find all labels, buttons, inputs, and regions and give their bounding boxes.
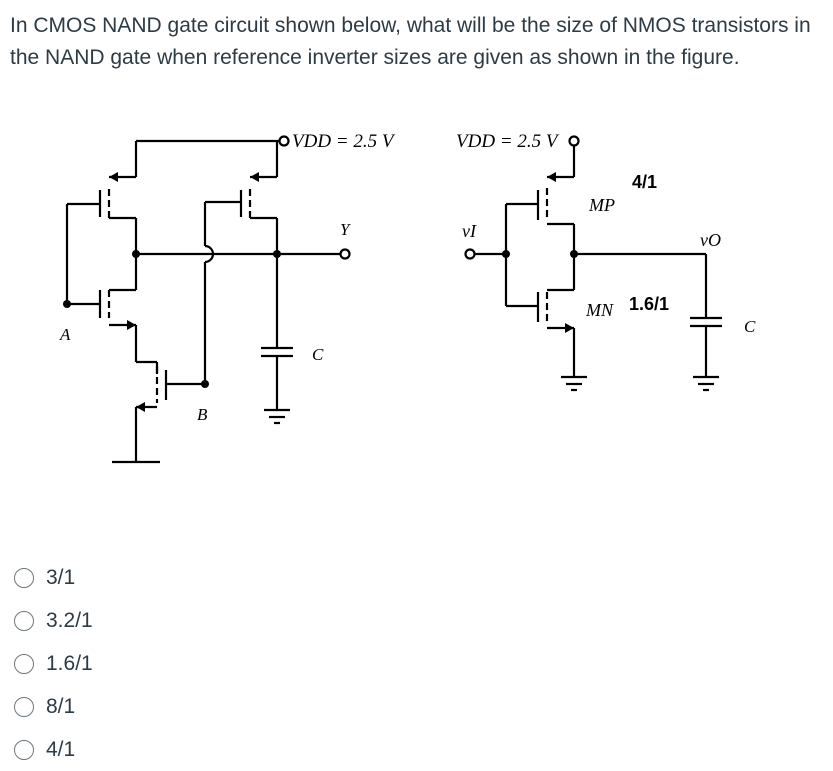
mp-label: MP (588, 195, 615, 215)
mn-size-label: 1.6/1 (629, 294, 669, 314)
question-text: In CMOS NAND gate circuit shown below, w… (10, 14, 811, 69)
circuit-diagram: VDD = 2.5 V A B Y C VDD = 2.5 V vI vO MP… (59, 131, 756, 464)
nmos-mn-transistor (506, 254, 587, 392)
mn-label: MN (585, 300, 614, 320)
radio-button[interactable] (14, 739, 34, 760)
cap-label-nand: C (312, 345, 324, 364)
option-5[interactable]: 4/1 (14, 728, 414, 771)
input-a-label: A (59, 325, 71, 344)
option-3[interactable]: 1.6/1 (14, 642, 414, 685)
output-y-label: Y (340, 220, 351, 239)
vdd-label-inverter: VDD = 2.5 V (456, 131, 560, 152)
answer-options: 3/1 3.2/1 1.6/1 8/1 4/1 (14, 556, 414, 771)
option-label: 3/1 (46, 565, 76, 589)
output-vo-label: vO (700, 230, 721, 250)
radio-button[interactable] (14, 567, 34, 588)
pmos-mp-transistor (504, 172, 576, 306)
load-capacitor-inverter (690, 316, 722, 392)
option-1[interactable]: 3/1 (14, 556, 414, 599)
input-b-terminal (201, 380, 209, 388)
option-2[interactable]: 3.2/1 (14, 599, 414, 642)
option-label: 3.2/1 (46, 608, 93, 632)
load-capacitor-nand (261, 254, 293, 425)
vdd-terminal-inverter (568, 135, 580, 147)
option-label: 4/1 (46, 737, 76, 761)
input-b-label: B (197, 405, 208, 424)
nmos-b-transistor (134, 360, 209, 462)
cap-label-inverter: C (744, 317, 756, 336)
input-a-terminal (63, 300, 71, 308)
option-label: 8/1 (46, 694, 76, 718)
input-vi-label: vI (462, 221, 477, 241)
inverter-schematic (464, 135, 722, 392)
radio-button[interactable] (14, 653, 34, 674)
pmos-a-transistor (65, 141, 138, 304)
option-label: 1.6/1 (46, 651, 93, 675)
radio-button[interactable] (14, 610, 34, 631)
radio-button[interactable] (14, 696, 34, 717)
vdd-terminal-nand (278, 135, 290, 147)
input-terminal-vi (464, 248, 476, 260)
vdd-label-nand: VDD = 2.5 V (292, 131, 396, 152)
nmos-a-transistor (63, 254, 138, 362)
output-terminal-y (339, 248, 351, 260)
option-4[interactable]: 8/1 (14, 685, 414, 728)
pmos-b-transistor (203, 141, 279, 384)
nand-gate-schematic (63, 135, 351, 464)
circuit-figure: VDD = 2.5 V A B Y C VDD = 2.5 V vI vO MP… (0, 110, 833, 510)
mp-size-label: 4/1 (632, 172, 657, 192)
